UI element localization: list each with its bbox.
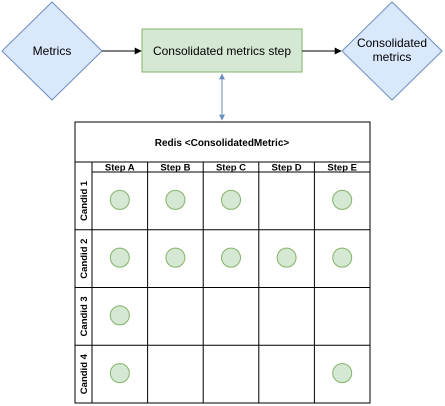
column-header-step-a: Step A — [105, 163, 135, 174]
consolidated-metrics-node: Consolidated metrics — [341, 1, 443, 101]
column-header-step-c: Step C — [216, 163, 246, 174]
column-header-step-b: Step B — [160, 163, 190, 174]
row-label-candid-4: Candid 4 — [79, 353, 90, 394]
row-label-candid-2: Candid 2 — [79, 239, 90, 279]
status-dot — [332, 189, 353, 210]
step-box — [141, 28, 303, 73]
status-dot — [109, 305, 130, 326]
status-dot — [332, 363, 353, 384]
metrics-label: Metrics — [33, 44, 72, 58]
consolidated-metrics-diamond — [341, 1, 443, 101]
status-dot — [332, 247, 353, 268]
consolidated-metrics-label-line2: metrics — [373, 50, 412, 64]
step-label: Consolidated metrics step — [153, 44, 291, 58]
status-dot — [221, 247, 241, 268]
status-dot — [109, 189, 130, 210]
metrics-node: Metrics — [1, 1, 103, 101]
status-dot — [165, 247, 186, 268]
row-label-candid-1: Candid 1 — [79, 180, 90, 221]
consolidated-metrics-label: Consolidated — [357, 36, 427, 50]
consolidated-metrics-step-node: Consolidated metrics step — [141, 28, 303, 73]
redis-table-title: Redis <ConsolidatedMetric> — [155, 138, 290, 149]
status-dot — [109, 363, 130, 384]
status-dot — [165, 189, 186, 210]
status-dot — [109, 247, 130, 268]
table-grid: Step A Step B Step C Step D Step E Candid 1 Ca… — [75, 162, 370, 403]
metrics-diamond — [1, 1, 103, 101]
row-label-candid-3: Candid 3 — [79, 296, 90, 336]
status-dot — [276, 247, 297, 268]
column-header-step-d: Step D — [272, 163, 302, 174]
status-dot — [221, 189, 241, 210]
column-header-step-e: Step E — [327, 163, 357, 174]
